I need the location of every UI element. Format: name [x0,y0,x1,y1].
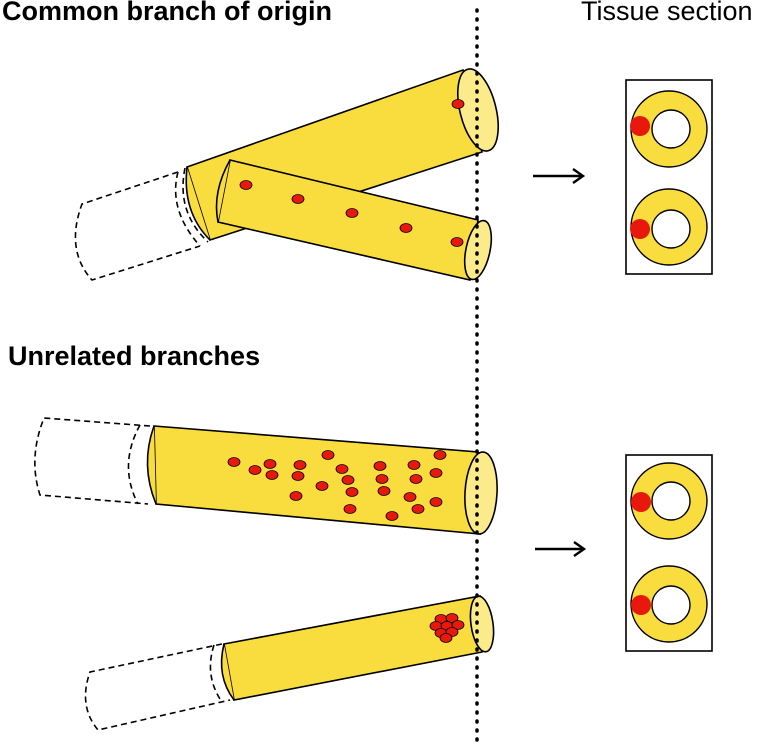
red-cell [407,460,421,470]
red-cell [450,237,464,247]
bottom-big-dashed-stub [34,417,151,505]
red-cell [439,633,453,643]
red-cell [341,475,355,485]
tissue-ring [630,565,708,643]
red-cell [429,468,443,478]
red-cell [451,620,465,630]
red-cell [403,492,417,502]
red-cell [630,116,650,136]
red-cell [429,497,443,507]
red-cell [409,474,423,484]
red-cell [265,470,279,480]
red-cell [263,459,277,469]
red-cell [239,180,253,190]
red-cell [315,481,329,491]
red-cell [291,471,305,481]
red-cell [631,595,651,615]
tissue-ring [630,90,708,168]
red-cell [289,491,303,501]
tissue-section-title: Tissue section [581,0,753,26]
common-branch-title: Common branch of origin [2,0,332,26]
red-cell [248,465,262,475]
top-arrow-icon [533,168,586,184]
red-cell [433,450,447,460]
red-cell [445,613,459,623]
red-cell [630,219,650,239]
red-cell [631,492,651,512]
red-cell [377,486,391,496]
bottom-small-dashed-stub [84,643,231,731]
red-cell [373,461,387,471]
bottom-arrow-icon [535,541,587,557]
bottom-small-red-cluster [429,613,465,643]
top-red-cells [239,99,465,247]
tissue-ring [630,462,708,540]
bottom-big-red-cells [227,450,447,521]
top-dashed-stub [74,167,209,281]
unrelated-branches-title: Unrelated branches [8,341,261,371]
red-cell [451,99,465,109]
red-cell [227,457,241,467]
red-cell [411,504,425,514]
red-cell [321,450,335,460]
red-cell [345,487,359,497]
red-cell [335,464,349,474]
red-cell [385,511,399,521]
top-lower-branch [215,159,493,281]
red-cell [345,208,359,218]
red-cell [375,474,389,484]
red-cell [343,504,357,514]
red-cell [399,223,413,233]
bottom-tissue-panel [625,454,713,652]
tissue-ring [630,188,708,266]
top-tissue-panel [625,79,713,275]
red-cell [291,194,305,204]
red-cell [293,460,307,470]
bottom-small-vessel [220,595,495,701]
bottom-big-vessel [146,425,498,535]
